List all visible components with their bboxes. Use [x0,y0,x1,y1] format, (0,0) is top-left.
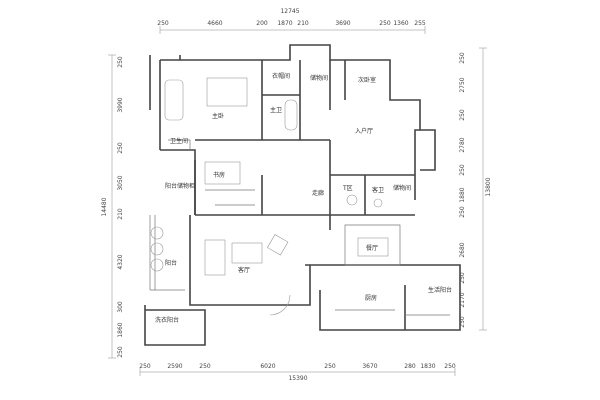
room-label-master-bedroom: 主卧 [212,112,224,120]
bed-icon [206,77,248,107]
room-label-kitchen: 厨房 [365,294,377,302]
dimension-label-bottom: 6020 [260,363,275,370]
bathtub-icon [164,79,184,121]
dimension-label-bottom: 1830 [420,363,435,370]
dimension-label-left: 3050 [117,175,124,190]
dimension-label-bottom: 250 [444,363,456,370]
coffee-table-icon [231,242,263,264]
door-swing-icon [269,294,291,316]
dimension-label-right: 2680 [459,242,466,257]
room-label-living-room: 客厅 [238,266,250,274]
room-label-service-balcony: 生活阳台 [428,286,452,294]
dimension-label-bottom: 250 [139,363,151,370]
dimension-label-right: 250 [459,316,466,328]
dimension-label-top: 200 [256,20,268,27]
sofa-icon [204,239,226,276]
room-label-utility: 储物间 [393,184,411,192]
dimension-label-top: 1870 [277,20,292,27]
dimension-label-bottom: 250 [324,363,336,370]
dimension-label-top: 250 [157,20,169,27]
dimension-total-right: 13800 [485,177,492,196]
dimension-label-top: 3690 [335,20,350,27]
chair-icon [150,242,164,256]
dimension-lines [108,26,487,376]
dimension-total-left: 14480 [101,197,108,216]
dimension-total-top: 12745 [280,8,299,15]
dimension-label-left: 250 [117,346,124,358]
room-labels: 主卧 衣帽间 主卫 储物间 次卧室 入户厅 卫生间 书房 阳台储物柜 走廊 T区… [155,72,452,324]
thin-lines [149,139,450,316]
dimension-label-bottom: 3670 [362,363,377,370]
dimension-label-right: 250 [459,206,466,218]
armchair-icon [267,234,289,256]
dimension-label-right: 2750 [459,77,466,92]
dining-table-icon [357,237,389,257]
dimension-label-right: 250 [459,272,466,284]
room-label-area: T区 [342,185,353,192]
room-label-dining: 餐厅 [366,244,378,252]
desk-icon [204,161,241,185]
walls [144,44,461,346]
dimension-label-right: 2170 [459,292,466,307]
dimension-label-top: 210 [297,20,309,27]
dimension-label-left: 3990 [117,97,124,112]
room-label-study: 书房 [213,171,225,179]
room-label-master-bath: 主卫 [270,106,282,114]
chair-icon [150,258,164,272]
dimension-label-left: 250 [117,142,124,154]
room-label-wardrobe: 阳台储物柜 [165,182,195,190]
dimension-label-top: 255 [414,20,426,27]
dimension-label-right: 250 [459,52,466,64]
dimension-label-top: 1360 [393,20,408,27]
dimension-label-left: 300 [117,301,124,313]
room-label-walk-in-closet: 衣帽间 [272,72,290,80]
dimension-label-right: 2780 [459,137,466,152]
room-label-entry-hall: 入户厅 [355,127,373,135]
dimension-label-left: 4320 [117,254,124,269]
room-label-guest-bath: 客卫 [372,186,384,194]
dimension-label-bottom: 2590 [167,363,182,370]
room-label-second-bedroom: 次卧室 [358,76,376,84]
dimension-label-top: 4660 [207,20,222,27]
dimension-label-bottom: 250 [199,363,211,370]
dimension-total-bottom: 15390 [288,375,307,382]
furniture [150,77,389,316]
chair-icon [150,226,164,240]
dimension-label-right: 250 [459,164,466,176]
room-label-storage: 储物间 [310,74,328,82]
dimension-label-right: 250 [459,109,466,121]
dimension-label-top: 250 [379,20,391,27]
dimension-label-left: 210 [117,208,124,220]
dimension-label-right: 1880 [459,187,466,202]
dimension-label-bottom: 280 [404,363,416,370]
tub-icon [284,99,298,131]
room-label-balcony: 阳台 [165,259,177,267]
dimension-label-left: 250 [117,56,124,68]
toilet-icon [373,198,383,208]
room-label-corridor: 走廊 [312,189,324,197]
room-label-closet: 卫生间 [170,137,188,145]
dimension-label-left: 1860 [117,322,124,337]
toilet-icon [346,194,358,206]
room-label-laundry-balcony: 洗衣阳台 [155,316,179,324]
